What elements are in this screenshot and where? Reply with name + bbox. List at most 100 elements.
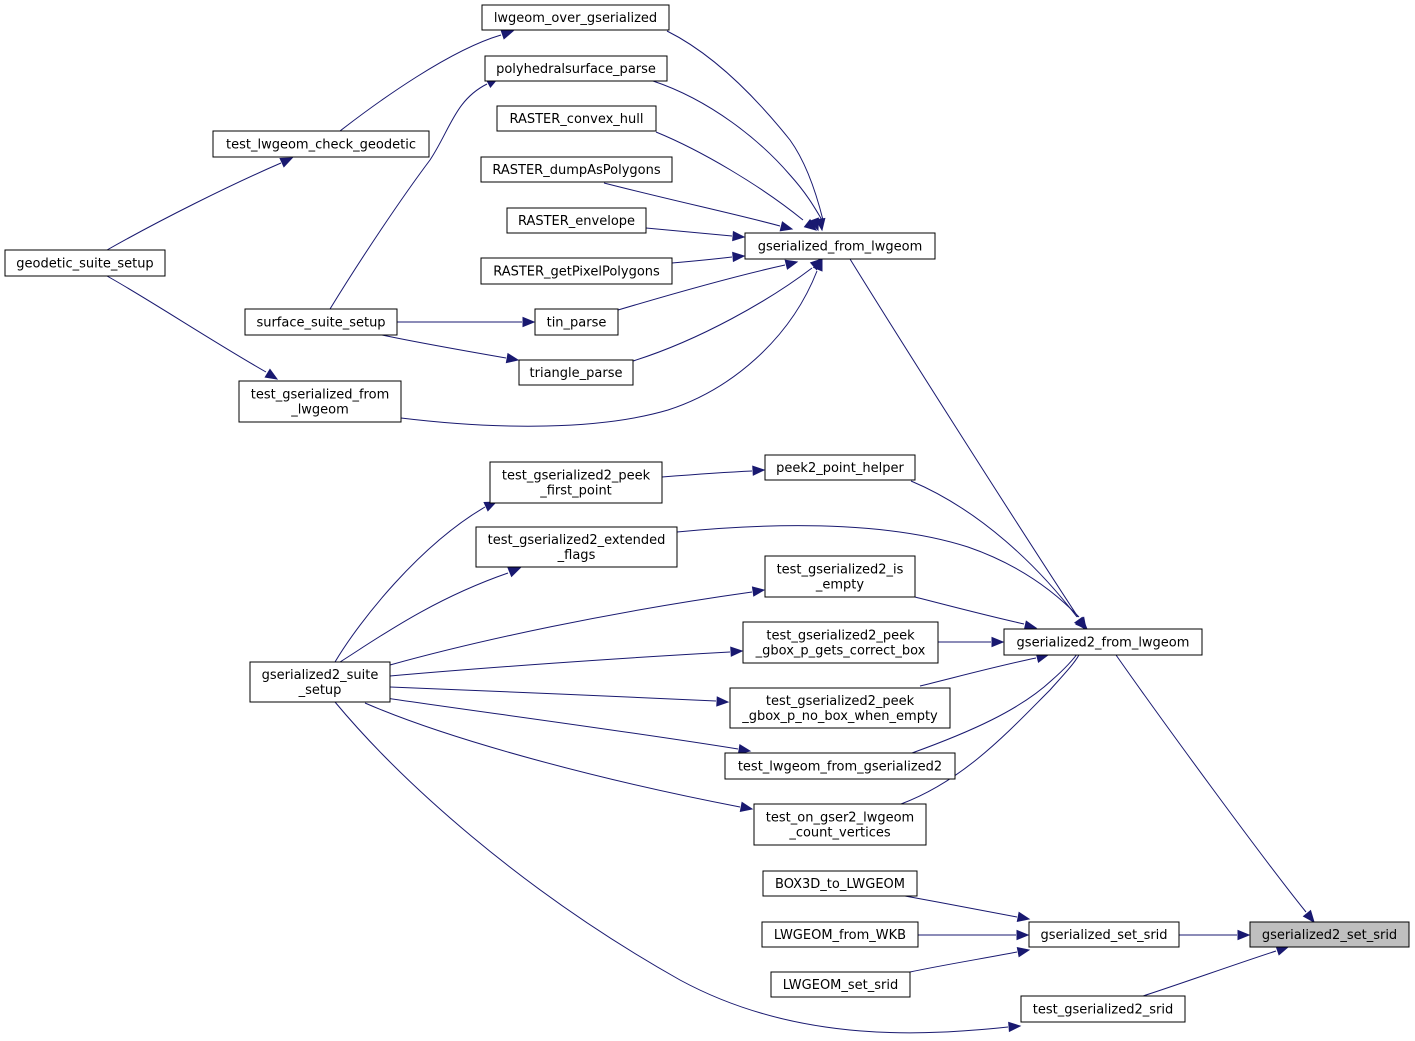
node-test-gserialized2-peek-gbox-p-no-box-when-empty[interactable]: test_gserialized2_peek_gbox_p_no_box_whe… (729, 687, 951, 729)
node-test-lwgeom-check-geodetic[interactable]: test_lwgeom_check_geodetic (212, 130, 430, 158)
edge-line (632, 267, 813, 362)
edge-line (910, 480, 1078, 618)
node-box (764, 454, 916, 481)
node-test-gserialized-from-lwgeom[interactable]: test_gserialized_from_lwgeom (238, 380, 402, 423)
edge-arrowhead (751, 586, 766, 597)
edge-test_gserialized2_peek_first_point-to-peek2_point_helper (661, 465, 766, 478)
node-gserialized2-from-lwgeom[interactable]: gserialized2_from_lwgeom (1003, 628, 1203, 656)
edge-line (106, 162, 282, 251)
node-box (238, 380, 402, 423)
edge-RASTER_getPixelPolygons-to-gserialized_from_lwgeom (671, 251, 746, 264)
edge-gserialized_set_srid-to-gserialized2_set_srid (1179, 929, 1251, 941)
node-box (480, 156, 673, 183)
node-RASTER-envelope[interactable]: RASTER_envelope (506, 207, 647, 234)
node-box (244, 308, 398, 336)
node-label: test_gserialized2_extended (488, 533, 666, 548)
edge-geodetic_suite_setup-to-test_lwgeom_check_geodetic (106, 157, 294, 251)
edge-arrowhead (739, 801, 754, 812)
edge-line (911, 649, 1081, 754)
node-RASTER-convex-hull[interactable]: RASTER_convex_hull (496, 105, 657, 132)
node-test-gserialized2-peek-gbox-p-gets-correct-box[interactable]: test_gserialized2_peek_gbox_p_gets_corre… (742, 621, 939, 664)
edge-tin_parse-to-gserialized_from_lwgeom (617, 259, 799, 311)
node-test-lwgeom-from-gserialized2[interactable]: test_lwgeom_from_gserialized2 (724, 752, 956, 780)
edge-line (389, 686, 717, 702)
node-lwgeom-over-gserialized[interactable]: lwgeom_over_gserialized (481, 4, 670, 31)
edge-arrowhead (1016, 929, 1030, 941)
node-label: test_gserialized2_peek (766, 694, 915, 709)
node-peek2-point-helper[interactable]: peek2_point_helper (764, 454, 916, 481)
node-box (518, 359, 634, 386)
node-label: LWGEOM_set_srid (783, 978, 899, 993)
edge-BOX3D_to_LWGEOM-to-gserialized_set_srid (904, 895, 1031, 922)
node-RASTER-getPixelPolygons[interactable]: RASTER_getPixelPolygons (480, 257, 673, 285)
node-box (1003, 628, 1203, 656)
node-gserialized-from-lwgeom[interactable]: gserialized_from_lwgeom (744, 232, 936, 260)
node-box (481, 4, 670, 31)
edge-geodetic_suite_setup-to-test_gserialized_from_lwgeom (106, 275, 279, 380)
edge-arrowhead (279, 157, 294, 168)
node-gserialized-set-srid[interactable]: gserialized_set_srid (1028, 921, 1180, 948)
edge-arrowhead (505, 352, 520, 364)
edge-test_gserialized2_extended_flags-to-gserialized2_from_lwgeom (676, 525, 1088, 630)
edge-peek2_point_helper-to-gserialized2_from_lwgeom (910, 480, 1086, 631)
edge-arrowhead (815, 217, 826, 232)
edge-line (849, 258, 1079, 618)
node-BOX3D-to-LWGEOM[interactable]: BOX3D_to_LWGEOM (762, 870, 918, 897)
edge-test_gserialized2_srid-to-gserialized2_set_srid (1142, 945, 1290, 997)
node-test-gserialized2-extended-flags[interactable]: test_gserialized2_extended_flags (475, 526, 678, 568)
edge-LWGEOM_set_srid-to-gserialized_set_srid (909, 947, 1031, 973)
edge-line (339, 34, 502, 132)
edge-gserialized2_suite_setup-to-test_gserialized2_peek_gbox_p_no_box_when_empty (389, 686, 730, 707)
edge-line (339, 572, 509, 663)
node-LWGEOM-set-srid[interactable]: LWGEOM_set_srid (770, 971, 911, 998)
edge-arrowhead (732, 251, 746, 263)
node-gserialized2-suite-setup[interactable]: gserialized2_suite_setup (249, 661, 391, 703)
edge-arrowhead (737, 743, 752, 755)
edge-arrowhead (507, 567, 522, 578)
node-LWGEOM-from-WKB[interactable]: LWGEOM_from_WKB (761, 921, 919, 948)
edge-line (900, 650, 1082, 805)
node-test-on-gser2-lwgeom-count-vertices[interactable]: test_on_gser2_lwgeom_count_vertices (753, 803, 927, 846)
node-label: surface_suite_setup (256, 316, 385, 331)
edge-line (676, 525, 1080, 618)
edge-line (671, 256, 733, 264)
node-box (484, 55, 668, 82)
node-triangle-parse[interactable]: triangle_parse (518, 359, 634, 386)
node-tin-parse[interactable]: tin_parse (534, 308, 619, 336)
edge-gserialized2_suite_setup-to-test_gserialized2_peek_gbox_p_gets_correct_box (389, 646, 744, 677)
edge-arrowhead (716, 696, 730, 707)
edge-test_gserialized2_peek_gbox_p_no_box_when_empty-to-gserialized2_from_lwgeom (919, 652, 1050, 687)
edge-arrowhead (1237, 929, 1251, 941)
node-label: tin_parse (547, 316, 607, 331)
node-test-gserialized2-srid[interactable]: test_gserialized2_srid (1020, 995, 1186, 1023)
node-box (496, 105, 657, 132)
edge-surface_suite_setup-to-polyhedralsurface_parse (329, 77, 500, 310)
edge-line (645, 227, 733, 237)
node-label: RASTER_getPixelPolygons (493, 265, 660, 280)
node-label: test_gserialized2_peek (766, 629, 915, 644)
edge-gserialized2_from_lwgeom-to-gserialized2_set_srid (1115, 654, 1315, 924)
edge-gserialized2_suite_setup-to-test_gserialized2_srid (334, 701, 1022, 1034)
node-label: gserialized2_from_lwgeom (1017, 636, 1190, 651)
node-box (475, 526, 678, 568)
node-gserialized2-set-srid[interactable]: gserialized2_set_srid (1249, 921, 1410, 948)
node-polyhedralsurface-parse[interactable]: polyhedralsurface_parse (484, 55, 668, 82)
edge-line (919, 657, 1037, 687)
edge-RASTER_envelope-to-gserialized_from_lwgeom (645, 227, 746, 242)
node-box (729, 687, 951, 729)
node-box (534, 308, 619, 336)
node-RASTER-dumpAsPolygons[interactable]: RASTER_dumpAsPolygons (480, 156, 673, 183)
node-test-gserialized2-peek-first-point[interactable]: test_gserialized2_peek_first_point (489, 461, 663, 504)
node-surface-suite-setup[interactable]: surface_suite_setup (244, 308, 398, 336)
edge-line (1115, 654, 1307, 913)
node-label: test_gserialized_from (251, 388, 389, 403)
node-box (742, 621, 939, 664)
edge-arrowhead (500, 29, 515, 40)
edges-layer (106, 29, 1315, 1034)
edge-line (364, 694, 739, 750)
node-box (212, 130, 430, 158)
node-box (506, 207, 647, 234)
node-test-gserialized2-is-empty[interactable]: test_gserialized2_is_empty (764, 555, 916, 598)
node-geodetic-suite-setup[interactable]: geodetic_suite_setup (4, 249, 166, 277)
node-label: RASTER_envelope (518, 214, 635, 229)
